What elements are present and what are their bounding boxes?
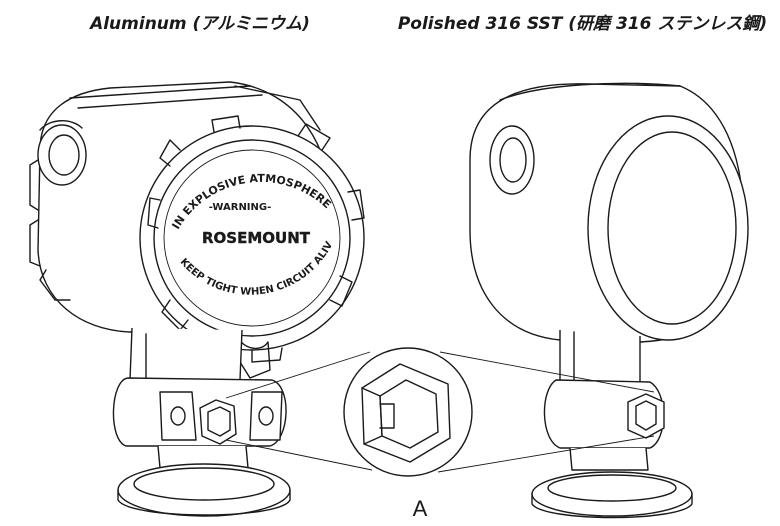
aluminum-neck: [129, 327, 243, 381]
polished-sst-transmitter: [469, 82, 749, 519]
title-polished-sst: Polished 316 SST (研磨 316 ステンレス鋼): [397, 14, 768, 34]
cover-warning-text: -WARNING-: [209, 202, 272, 213]
cover-brand-text: ROSEMOUNT: [202, 229, 311, 247]
conduit-port-right: [489, 125, 535, 195]
conduit-port-left: [37, 120, 87, 186]
vent-plug-sst: [627, 393, 665, 439]
flange-aluminum: [117, 463, 291, 517]
sst-cover: [587, 115, 749, 341]
aluminum-transmitter: IN EXPLOSIVE ATMOSPHERE -WARNING- ROSEMO…: [0, 0, 365, 517]
callout-label-a: A: [413, 496, 428, 521]
vent-plug-aluminum: [199, 399, 237, 445]
title-aluminum: Aluminum (アルミニウム): [90, 14, 310, 34]
detail-callout: A: [225, 347, 655, 521]
